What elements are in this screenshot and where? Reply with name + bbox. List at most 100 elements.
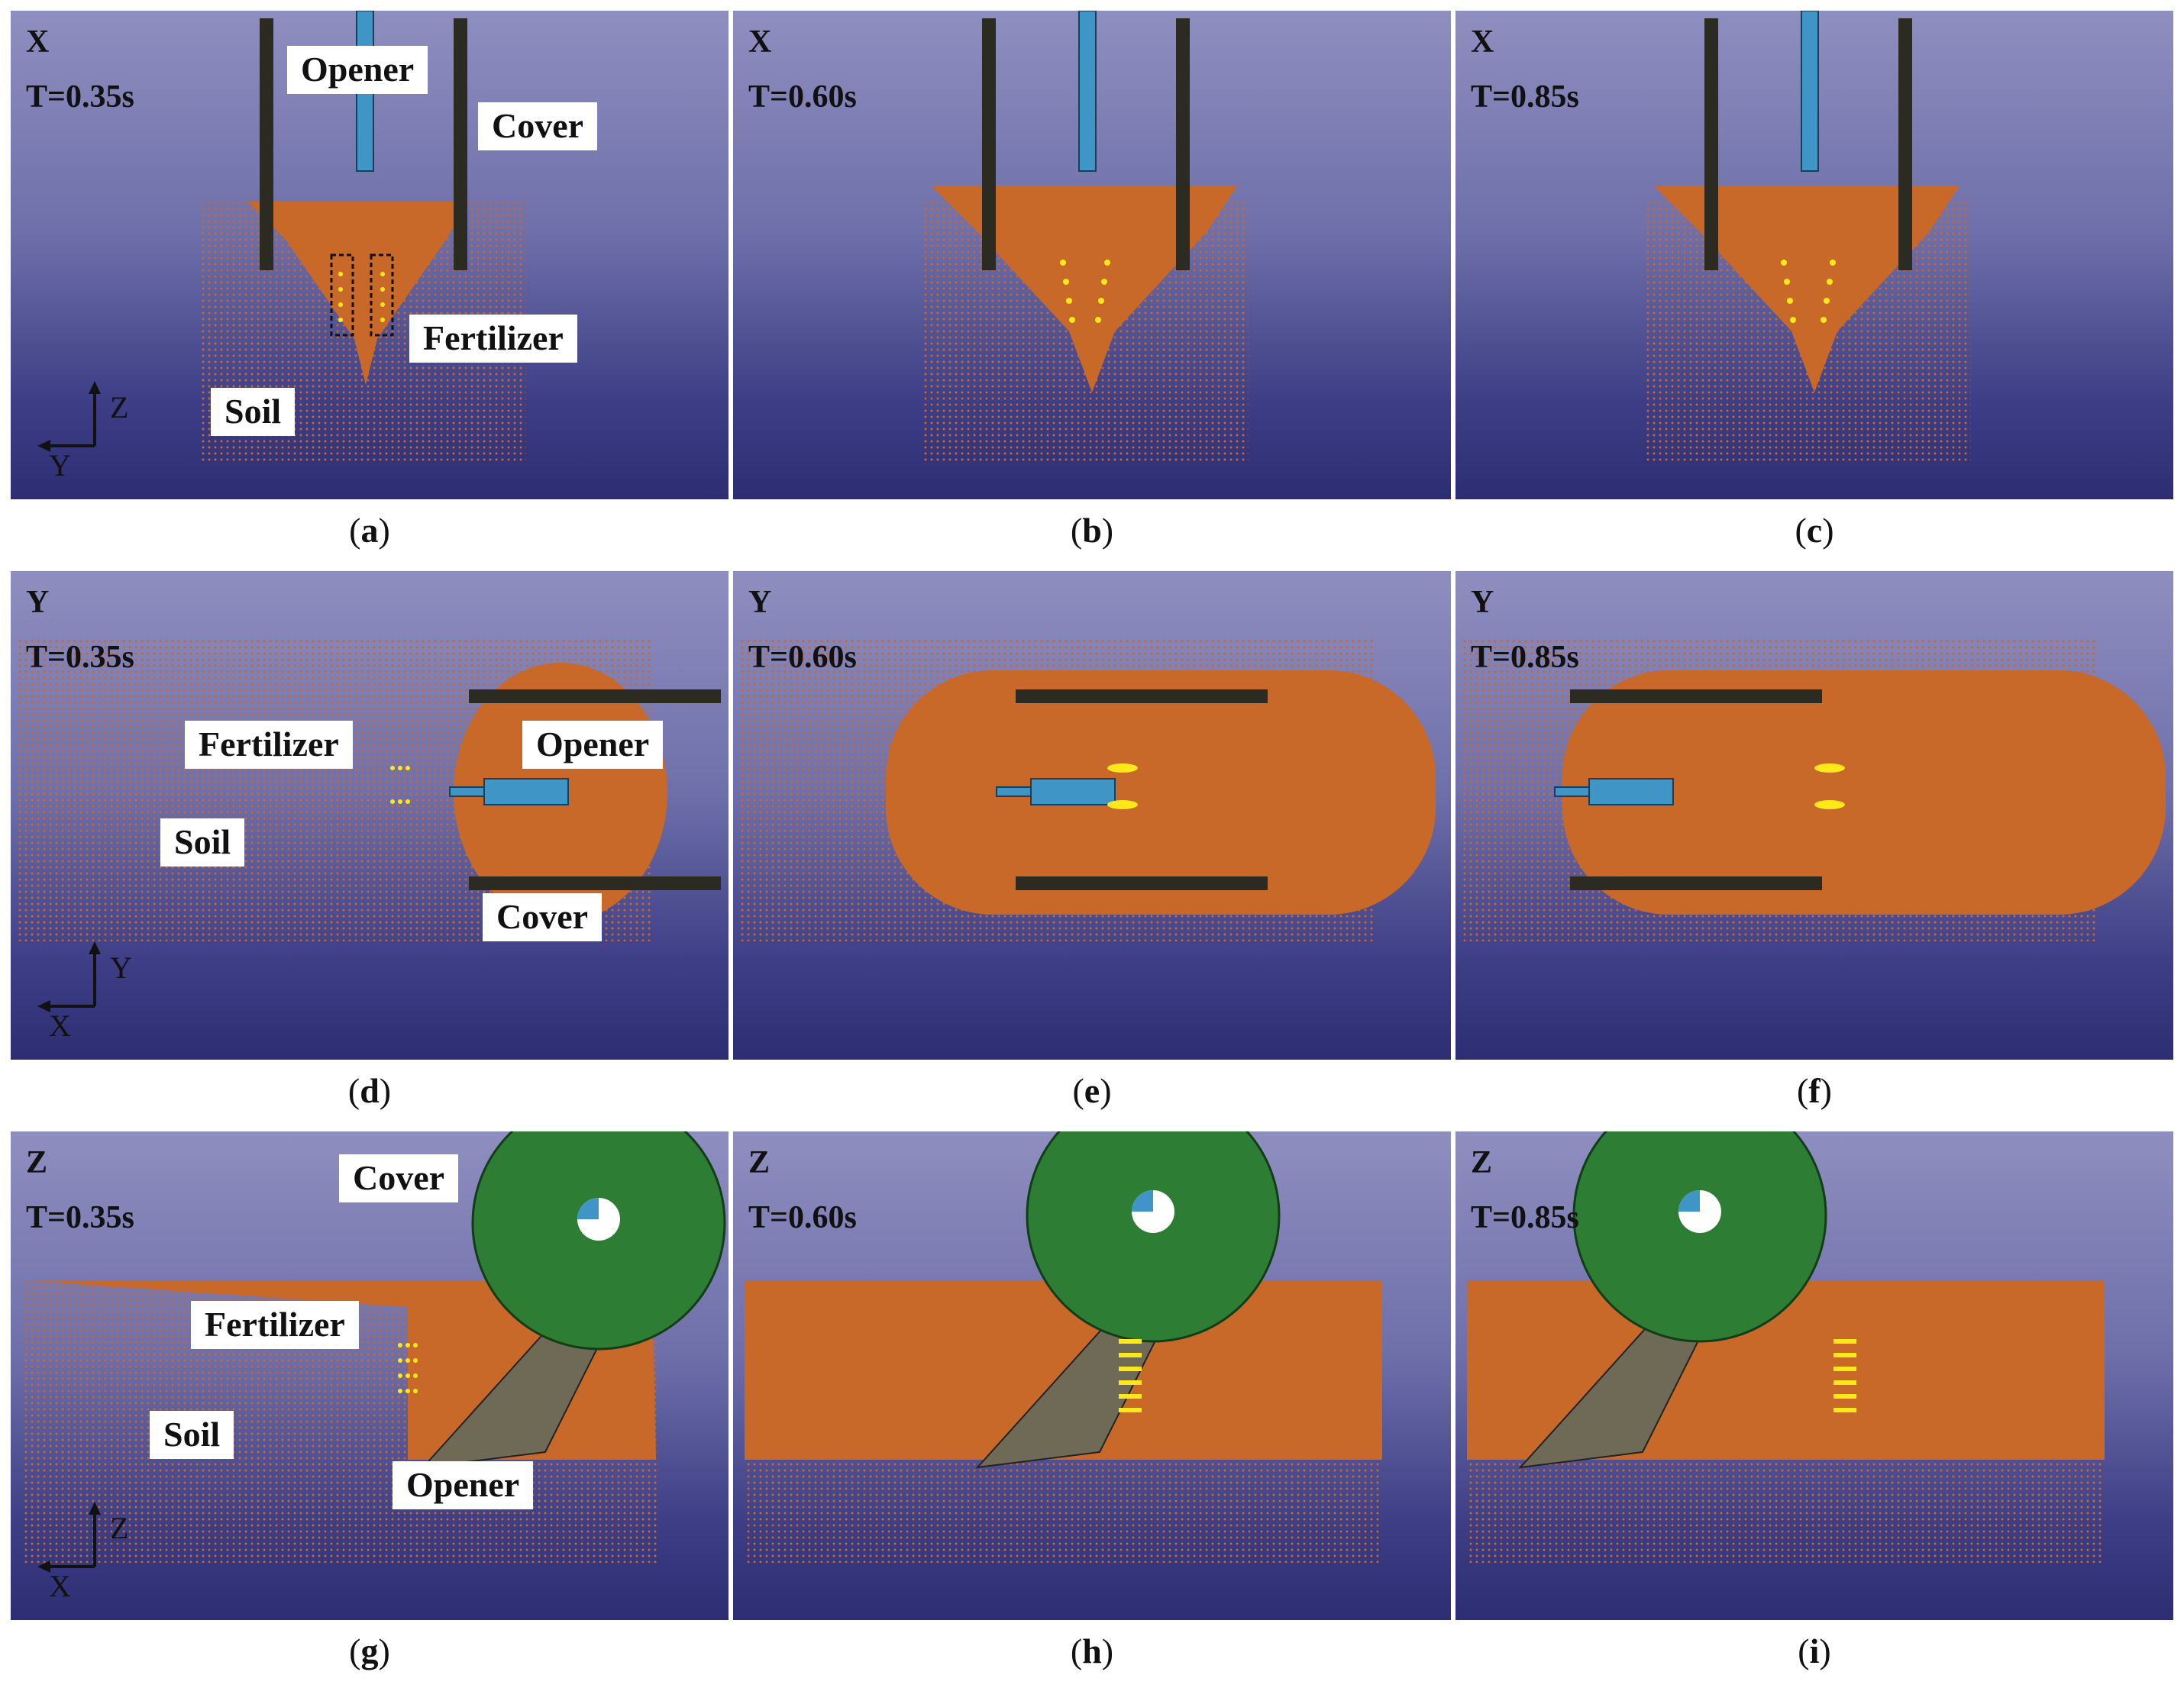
time-label: T=0.35s (26, 640, 134, 675)
opener-tag: Opener (522, 721, 664, 769)
caption-e: (e) (1072, 1071, 1112, 1110)
fertilizer-particles (1107, 763, 1138, 809)
axes-arrows (37, 941, 101, 1012)
caption-g: (g) (349, 1632, 390, 1670)
panel-h: Z T=0.60s (733, 1131, 1451, 1620)
time-label: T=0.85s (1471, 1200, 1579, 1235)
panel-b: X T=0.60s (733, 11, 1451, 499)
cover-disc-shaft (577, 1198, 599, 1219)
time-label: T=0.35s (26, 79, 134, 115)
time-label: T=0.60s (748, 1200, 857, 1235)
y-view-scene (18, 636, 721, 941)
axis-up-label: Y (110, 951, 132, 985)
cover-disc-shaft (1678, 1190, 1700, 1212)
soil-furrow-mass (932, 186, 1237, 392)
caption-letter: i (1809, 1632, 1820, 1670)
x-view-scene (924, 11, 1249, 461)
opener-tag: Opener (287, 46, 428, 94)
fertilizer-box-right (370, 253, 394, 337)
caption-f: (f) (1797, 1071, 1832, 1110)
cover-tag: Cover (478, 102, 598, 150)
fertilizer-particles (398, 1343, 418, 1393)
soil-tag: Soil (150, 1411, 234, 1459)
caption-d: (d) (347, 1071, 392, 1110)
view-axis-label: Z (1471, 1145, 1493, 1180)
view-axis-label: X (1471, 24, 1494, 60)
view-axis-label: Y (1471, 585, 1494, 620)
panel-g: Z T=0.35s Cover Fertilizer Soil Opener Z… (11, 1131, 729, 1620)
cover-disc (1026, 1131, 1281, 1343)
panel-c: X T=0.85s (1455, 11, 2173, 499)
panel-f: Y T=0.85s (1455, 571, 2173, 1060)
view-axis-label: Z (748, 1145, 771, 1180)
opener-shaft (1588, 778, 1674, 805)
caption-letter: g (360, 1632, 379, 1670)
axes-arrows (37, 1502, 101, 1573)
axes-triad: Z Y (34, 377, 141, 481)
soil-furrow-mass (1654, 186, 1959, 392)
caption-letter: f (1808, 1071, 1821, 1110)
caption-c: (c) (1795, 511, 1834, 550)
fertilizer-particles (1119, 1339, 1142, 1412)
cover-blade-left (1704, 18, 1718, 270)
panel-a: X T=0.35s Opener Cover Fertilizer Soil Z… (11, 11, 729, 499)
cover-disc (1572, 1131, 1827, 1343)
cover-blade-right (454, 18, 467, 270)
caption-letter: b (1082, 511, 1102, 550)
axes-triad: Y X (34, 938, 141, 1041)
soil-disturbed-zone (886, 670, 1436, 915)
panel-d: Y T=0.35s Fertilizer Opener Soil Cover Y… (11, 571, 729, 1060)
y-view-scene (741, 636, 1436, 941)
view-axis-label: Y (748, 585, 772, 620)
cover-blade-bottom (469, 876, 721, 890)
time-label: T=0.85s (1471, 640, 1579, 675)
caption-letter: e (1084, 1071, 1100, 1110)
fertilizer-particles (1060, 260, 1110, 323)
panel-i: Z T=0.85s (1455, 1131, 2173, 1620)
caption-h: (h) (1070, 1632, 1114, 1670)
cover-disc-shaft (1132, 1190, 1153, 1212)
opener-tip (449, 786, 485, 797)
cover-tag: Cover (483, 893, 603, 941)
panel-e: Y T=0.60s (733, 571, 1451, 1060)
fertilizer-tag: Fertilizer (409, 315, 577, 363)
view-axis-label: X (26, 24, 50, 60)
axes-arrows (37, 381, 101, 452)
cover-blade-bottom (1570, 876, 1822, 890)
fertilizer-particles (1814, 763, 1845, 809)
view-axis-label: Z (26, 1145, 48, 1180)
cover-tag: Cover (339, 1154, 459, 1202)
cover-blade-top (1016, 689, 1268, 703)
axis-up-label: Z (110, 390, 129, 424)
z-view-scene (745, 1131, 1382, 1563)
caption-i: (i) (1798, 1632, 1831, 1670)
caption-a: (a) (349, 511, 390, 550)
time-label: T=0.60s (748, 79, 857, 115)
opener-shaft (1801, 11, 1819, 172)
fertilizer-particles (338, 272, 385, 322)
opener-shaft (483, 778, 569, 805)
fertilizer-box-left (330, 253, 354, 337)
view-axis-label: X (748, 24, 772, 60)
soil-disturbed-zone (1562, 670, 2166, 915)
axis-cross-label: X (49, 1009, 71, 1043)
axis-cross-label: Y (49, 448, 71, 483)
axis-up-label: Z (110, 1511, 129, 1545)
cover-blade-top (469, 689, 721, 703)
cover-blade-top (1570, 689, 1822, 703)
cover-blade-bottom (1016, 876, 1268, 890)
opener-shaft (1078, 11, 1097, 172)
cover-blade-left (982, 18, 996, 270)
y-view-scene (1463, 636, 2166, 941)
fertilizer-particles (1781, 260, 1836, 323)
caption-b: (b) (1070, 511, 1114, 550)
time-label: T=0.60s (748, 640, 857, 675)
caption-letter: a (360, 511, 379, 550)
fertilizer-tag: Fertilizer (185, 721, 353, 769)
cover-blade-left (260, 18, 273, 270)
caption-letter: d (360, 1071, 380, 1110)
opener-shaft (1030, 778, 1116, 805)
fertilizer-particles (1833, 1339, 1856, 1412)
fertilizer-particles (390, 766, 410, 804)
x-view-scene (1646, 11, 1971, 461)
